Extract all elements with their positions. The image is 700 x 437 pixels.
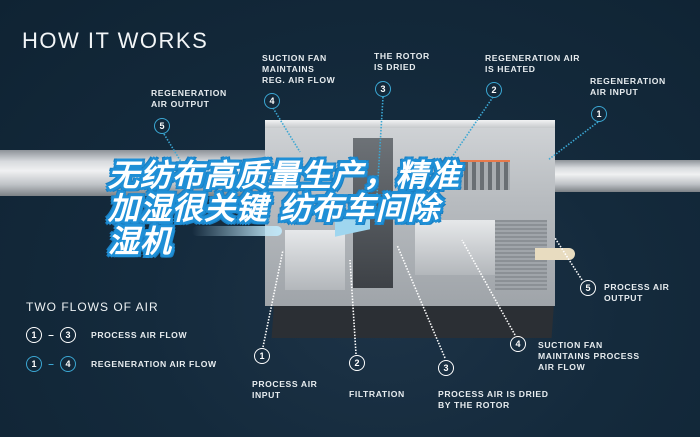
- process-airflow-stream: [192, 226, 282, 236]
- legend: TWO FLOWS OF AIR 1 – 3 PROCESS AIR FLOW …: [26, 300, 217, 372]
- callout-badge-1-top: 1: [591, 106, 607, 122]
- left-duct-pipe: [0, 150, 268, 196]
- page-title: HOW IT WORKS: [22, 28, 209, 53]
- process-air-output-flap: [535, 248, 575, 260]
- callout-label-process-air-output: PROCESS AIR OUTPUT: [604, 282, 670, 303]
- callout-label-process-air-input: PROCESS AIR INPUT: [252, 379, 318, 400]
- legend-dash: –: [48, 329, 54, 341]
- callout-label-process-air-dried: PROCESS AIR IS DRIED BY THE ROTOR: [438, 389, 549, 410]
- callout-label-regeneration-air-heated: REGENERATION AIR IS HEATED: [485, 53, 581, 74]
- legend-badge-from: 1: [26, 327, 42, 343]
- callout-badge-1-bottom: 1: [254, 348, 270, 364]
- callout-label-filtration: FILTRATION: [349, 389, 405, 399]
- overlay-caption-line-3: 湿机: [108, 224, 172, 260]
- unit-top-edge: [265, 120, 555, 128]
- right-duct-pipe: [545, 160, 700, 192]
- filter-panel: [285, 230, 345, 290]
- legend-dash: –: [48, 358, 54, 370]
- overlay-caption: 无纺布高质量生产，精准 加湿很关键 纺布车间除 湿机: [108, 160, 460, 259]
- overlay-caption-line-2: 加湿很关键 纺布车间除: [108, 191, 440, 227]
- legend-badge-to: 3: [60, 327, 76, 343]
- callout-label-suction-fan-reg: SUCTION FAN MAINTAINS REG. AIR FLOW: [262, 53, 336, 85]
- callout-label-regeneration-air-input: REGENERATION AIR INPUT: [590, 76, 666, 97]
- callout-label-regeneration-air-output: REGENERATION AIR OUTPUT: [151, 88, 227, 109]
- legend-row-process-air-flow: 1 – 3 PROCESS AIR FLOW: [26, 327, 217, 343]
- callout-badge-5-bottom: 5: [580, 280, 596, 296]
- legend-label-regeneration-air-flow: REGENERATION AIR FLOW: [91, 358, 217, 369]
- callout-badge-5-top: 5: [154, 118, 170, 134]
- legend-badge-to: 4: [60, 356, 76, 372]
- callout-badge-2-bottom: 2: [349, 355, 365, 371]
- callout-label-rotor-dried: THE ROTOR IS DRIED: [374, 51, 430, 72]
- callout-badge-3-top: 3: [375, 81, 391, 97]
- overlay-caption-line-1: 无纺布高质量生产，精准: [108, 158, 460, 194]
- legend-title: TWO FLOWS OF AIR: [26, 300, 159, 314]
- legend-badge-from: 1: [26, 356, 42, 372]
- callout-badge-2-top: 2: [486, 82, 502, 98]
- dehumidifier-unit-illustration: [265, 120, 575, 350]
- callout-label-suction-fan-process: SUCTION FAN MAINTAINS PROCESS AIR FLOW: [538, 340, 640, 372]
- legend-label-process-air-flow: PROCESS AIR FLOW: [91, 329, 188, 340]
- heater-coil: [440, 160, 510, 190]
- callout-badge-4-bottom: 4: [510, 336, 526, 352]
- callout-badge-4-top: 4: [264, 93, 280, 109]
- legend-row-regeneration-air-flow: 1 – 4 REGENERATION AIR FLOW: [26, 356, 217, 372]
- callout-badge-3-bottom: 3: [438, 360, 454, 376]
